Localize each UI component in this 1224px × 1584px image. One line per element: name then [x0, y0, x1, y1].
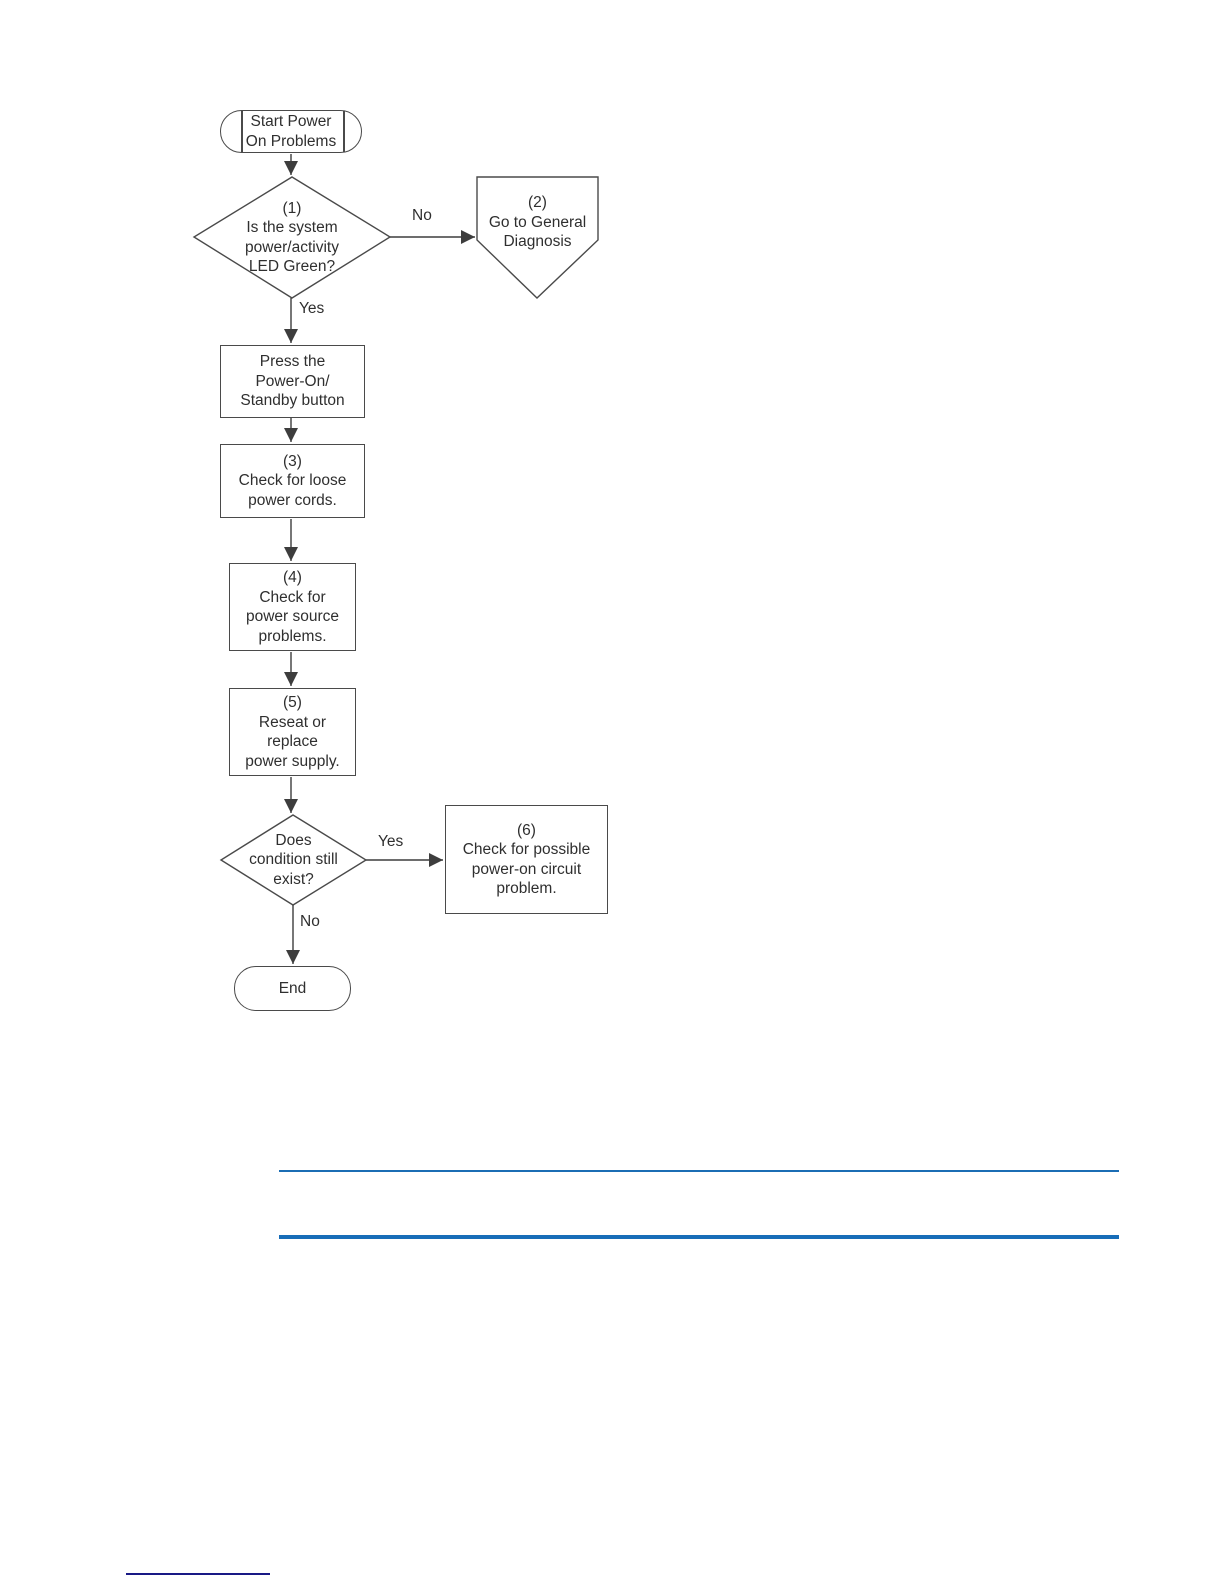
general-diagnosis-offpage-shape: [476, 176, 599, 299]
node-loose-cords-label: (3) Check for loose power cords.: [238, 452, 347, 509]
node-loose-cords: (3) Check for loose power cords.: [220, 444, 365, 518]
node-start-label: Start Power On Problems: [245, 113, 337, 150]
node-decision2: Does condition still exist?: [221, 815, 366, 905]
node-decision1: (1) Is the system power/activity LED Gre…: [194, 177, 390, 298]
node-power-source-label: (4) Check for power source problems.: [245, 569, 340, 645]
node-power-source: (4) Check for power source problems.: [229, 563, 356, 651]
node-press-button-label: Press the Power-On/ Standby button: [240, 353, 345, 410]
thin-horizontal-rule: [279, 1170, 1119, 1172]
node-circuit-problem: (6) Check for possible power-on circuit …: [445, 805, 608, 914]
node-decision2-label: Does condition still exist?: [249, 831, 338, 888]
node-end-terminator: End: [234, 966, 351, 1011]
thick-horizontal-rule: [279, 1235, 1119, 1239]
node-start-terminator: Start Power On Problems: [220, 110, 362, 153]
edge-label-decision1-yes: Yes: [299, 300, 325, 317]
edge-label-decision1-no: No: [412, 207, 432, 224]
edge-label-decision2-no: No: [300, 913, 320, 930]
node-decision1-label: (1) Is the system power/activity LED Gre…: [245, 199, 339, 276]
decision1-diamond-shape: [192, 176, 392, 299]
node-press-button: Press the Power-On/ Standby button: [220, 345, 365, 418]
node-reseat-supply: (5) Reseat or replace power supply.: [229, 688, 356, 776]
terminator-cap-line: [343, 111, 345, 152]
node-reseat-supply-label: (5) Reseat or replace power supply.: [245, 694, 340, 770]
footnote-separator-rule: [126, 1573, 270, 1575]
terminator-cap-line: [241, 111, 243, 152]
node-general-diagnosis-label: (2) Go to General Diagnosis: [488, 194, 587, 251]
node-end-label: End: [278, 979, 307, 997]
node-circuit-problem-label: (6) Check for possible power-on circuit …: [462, 821, 591, 898]
node-general-diagnosis: (2) Go to General Diagnosis: [477, 177, 598, 268]
edge-label-decision2-yes: Yes: [378, 833, 404, 850]
